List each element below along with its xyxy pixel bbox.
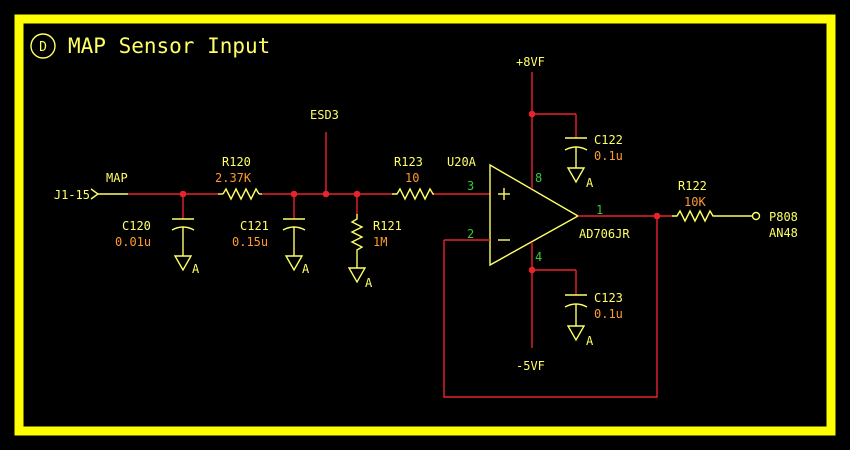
resistor-icon	[392, 187, 434, 201]
rail-negative: -5VF	[516, 359, 545, 373]
output-pin-label: P808	[769, 210, 798, 224]
c123-ref: C123	[594, 291, 623, 305]
ground-icon	[284, 255, 304, 272]
ground-label: A	[586, 176, 594, 190]
connector-arrow-icon	[90, 188, 100, 200]
resistor-r122[interactable]: R122 10K	[672, 179, 752, 223]
ground-label: A	[365, 276, 373, 290]
ground-label: A	[302, 262, 310, 276]
rail-positive: +8VF	[516, 55, 545, 69]
c123-value: 0.1u	[594, 307, 623, 321]
section-marker-circle	[30, 33, 56, 59]
connector-label: J1-15	[54, 188, 90, 202]
c120-ref: C120	[122, 219, 151, 233]
c121-value: 0.15u	[232, 235, 268, 249]
pin-4: 4	[535, 250, 542, 264]
capacitor-c123[interactable]: A C123 0.1u	[564, 291, 623, 348]
r122-value: 10K	[684, 195, 706, 209]
c120-value: 0.01u	[115, 235, 151, 249]
net-label-map: MAP	[106, 171, 128, 185]
r121-value: 1M	[373, 235, 387, 249]
r121-ref: R121	[373, 219, 402, 233]
esd-label: ESD3	[310, 108, 339, 122]
resistor-icon	[222, 187, 260, 201]
r123-value: 10	[405, 171, 419, 185]
ground-icon	[347, 267, 367, 284]
pin-1: 1	[596, 203, 603, 217]
r120-ref: R120	[222, 155, 251, 169]
ground-label: A	[586, 334, 594, 348]
input-wires	[128, 132, 490, 195]
capacitor-c120[interactable]: A C120 0.01u	[115, 194, 200, 276]
resistor-r123[interactable]: R123 10	[392, 155, 434, 201]
c121-ref: C121	[240, 219, 269, 233]
ground-icon	[566, 325, 586, 342]
ground-icon	[566, 167, 586, 184]
resistor-r121[interactable]: A R121 1M	[347, 194, 402, 290]
ground-label: A	[192, 262, 200, 276]
sheet-title: D MAP Sensor Input	[30, 33, 270, 59]
capacitor-c121[interactable]: A C121 0.15u	[232, 194, 310, 276]
c122-ref: C122	[594, 133, 623, 147]
pin-3: 3	[467, 179, 474, 193]
opamp-u20a[interactable]: U20A AD706JR 3 2 1 8 4	[447, 155, 630, 267]
ground-icon	[173, 255, 193, 272]
r120-value: 2.37K	[215, 171, 252, 185]
output-net-label: AN48	[769, 226, 798, 240]
u20a-part: AD706JR	[579, 227, 630, 241]
opamp-triangle-icon	[489, 163, 580, 267]
input-connector[interactable]: J1-15 MAP	[54, 171, 128, 202]
section-marker-letter: D	[39, 40, 47, 55]
capacitor-c122[interactable]: A C122 0.1u	[564, 133, 623, 190]
r123-ref: R123	[394, 155, 423, 169]
resistor-icon	[350, 214, 364, 268]
resistor-icon	[672, 209, 718, 223]
title-text: MAP Sensor Input	[68, 34, 270, 58]
output-pin[interactable]: P808 AN48	[751, 210, 798, 240]
sheet-border	[14, 14, 836, 436]
pin-2: 2	[467, 227, 474, 241]
pin-terminal-icon	[751, 211, 761, 221]
pin-8: 8	[535, 171, 542, 185]
u20a-ref: U20A	[447, 155, 477, 169]
opamp-wires	[443, 72, 672, 398]
c122-value: 0.1u	[594, 149, 623, 163]
resistor-r120[interactable]: R120 2.37K	[215, 155, 262, 201]
r122-ref: R122	[678, 179, 707, 193]
